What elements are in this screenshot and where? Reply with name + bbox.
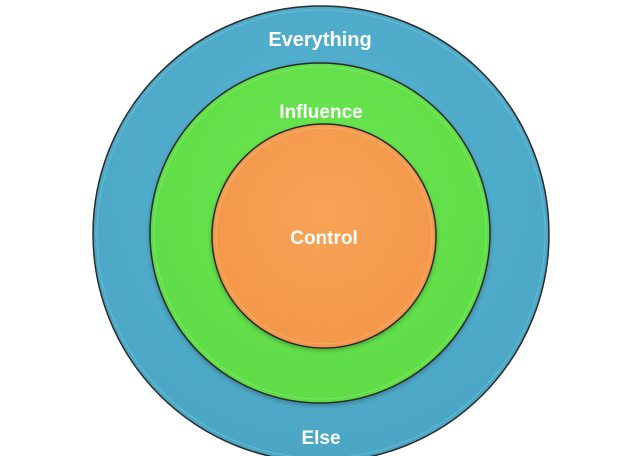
inner-circle-control [211,123,437,349]
label-else: Else [301,428,340,449]
label-everything: Everything [268,29,371,51]
label-control: Control [290,228,358,249]
label-influence: Influence [279,102,362,123]
outer-circle-rim [96,9,546,456]
inner-circle-rim [215,127,433,345]
middle-circle-rim [153,66,487,400]
